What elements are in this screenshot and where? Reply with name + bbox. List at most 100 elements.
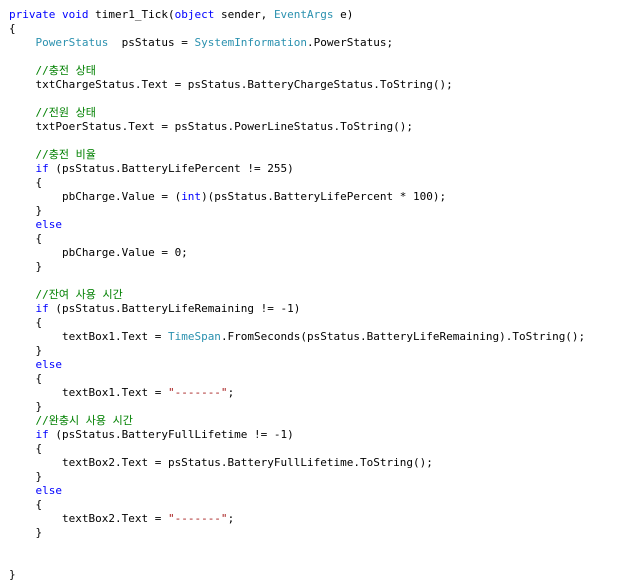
code-token: { <box>9 22 16 35</box>
code-token <box>9 302 36 315</box>
type-token: PowerStatus <box>35 36 109 49</box>
code-token: } <box>9 526 43 539</box>
code-line: { <box>9 442 585 456</box>
code-token: pbCharge.Value = 0; <box>9 246 188 259</box>
code-line <box>9 92 585 106</box>
code-token: textBox2.Text = <box>9 512 168 525</box>
comment-token: //완충시 사용 시간 <box>35 414 133 427</box>
code-line: else <box>9 358 585 372</box>
code-token <box>9 288 36 301</box>
keyword-token: else <box>35 484 63 497</box>
comment-token: //잔여 사용 시간 <box>35 288 123 301</box>
code-token: } <box>9 400 43 413</box>
code-line: { <box>9 498 585 512</box>
code-line: //전원 상태 <box>9 106 585 120</box>
code-line: textBox2.Text = psStatus.BatteryFullLife… <box>9 456 585 470</box>
comment-token: //충전 상태 <box>35 64 96 77</box>
code-token: } <box>9 568 16 581</box>
code-line: } <box>9 526 585 540</box>
code-line: txtChargeStatus.Text = psStatus.BatteryC… <box>9 78 585 92</box>
code-line: } <box>9 204 585 218</box>
keyword-token: void <box>61 8 89 21</box>
code-token: { <box>9 498 43 511</box>
code-line: } <box>9 568 585 582</box>
comment-token: //충전 비율 <box>35 148 96 161</box>
code-line: else <box>9 484 585 498</box>
code-token <box>9 218 36 231</box>
code-token <box>9 148 36 161</box>
code-token <box>9 106 36 119</box>
code-line <box>9 540 585 554</box>
code-line: //잔여 사용 시간 <box>9 288 585 302</box>
code-line: { <box>9 316 585 330</box>
comment-token: //전원 상태 <box>35 106 96 119</box>
code-token: (psStatus.BatteryLifeRemaining != -1) <box>48 302 301 315</box>
code-line: if (psStatus.BatteryFullLifetime != -1) <box>9 428 585 442</box>
code-token: } <box>9 470 43 483</box>
code-line: textBox2.Text = "-------"; <box>9 512 585 526</box>
code-line: if (psStatus.BatteryLifeRemaining != -1) <box>9 302 585 316</box>
code-line: //충전 비율 <box>9 148 585 162</box>
code-token: pbCharge.Value = ( <box>9 190 182 203</box>
keyword-token: if <box>35 428 49 441</box>
code-line: } <box>9 260 585 274</box>
code-line: } <box>9 344 585 358</box>
code-token: txtChargeStatus.Text = psStatus.BatteryC… <box>9 78 453 91</box>
code-token <box>9 358 36 371</box>
code-token: (psStatus.BatteryFullLifetime != -1) <box>48 428 294 441</box>
code-line: pbCharge.Value = 0; <box>9 246 585 260</box>
code-token: timer1_Tick( <box>88 8 175 21</box>
code-line <box>9 554 585 568</box>
code-token <box>55 8 62 21</box>
code-line: } <box>9 400 585 414</box>
code-line <box>9 50 585 64</box>
type-token: SystemInformation <box>194 36 308 49</box>
code-line: { <box>9 176 585 190</box>
code-token: .FromSeconds(psStatus.BatteryLifeRemaini… <box>220 330 586 343</box>
code-token <box>9 64 36 77</box>
code-line: else <box>9 218 585 232</box>
string-token: "-------" <box>167 512 228 525</box>
code-line: { <box>9 22 585 36</box>
code-token: } <box>9 344 43 357</box>
code-line: if (psStatus.BatteryLifePercent != 255) <box>9 162 585 176</box>
code-token: ; <box>227 512 235 525</box>
code-token: } <box>9 204 43 217</box>
code-token <box>9 162 36 175</box>
code-token: e) <box>333 8 354 21</box>
code-line: textBox1.Text = TimeSpan.FromSeconds(psS… <box>9 330 585 344</box>
code-token: textBox2.Text = psStatus.BatteryFullLife… <box>9 456 433 469</box>
code-token: { <box>9 372 43 385</box>
code-line: txtPoerStatus.Text = psStatus.PowerLineS… <box>9 120 585 134</box>
code-token: sender, <box>214 8 274 21</box>
code-token: .PowerStatus; <box>307 36 394 49</box>
code-line: //완충시 사용 시간 <box>9 414 585 428</box>
keyword-token: else <box>35 218 63 231</box>
code-line <box>9 134 585 148</box>
code-token <box>9 36 36 49</box>
code-line: pbCharge.Value = (int)(psStatus.BatteryL… <box>9 190 585 204</box>
type-token: TimeSpan <box>167 330 221 343</box>
code-token: textBox1.Text = <box>9 386 168 399</box>
type-token: EventArgs <box>273 8 334 21</box>
keyword-token: if <box>35 162 49 175</box>
code-token <box>9 484 36 497</box>
keyword-token: object <box>174 8 215 21</box>
keyword-token: if <box>35 302 49 315</box>
code-line: PowerStatus psStatus = SystemInformation… <box>9 36 585 50</box>
keyword-token: int <box>181 190 202 203</box>
code-line: textBox1.Text = "-------"; <box>9 386 585 400</box>
keyword-token: else <box>35 358 63 371</box>
code-token <box>9 428 36 441</box>
code-line: } <box>9 470 585 484</box>
code-token: { <box>9 176 43 189</box>
keyword-token: private <box>9 8 56 21</box>
code-token: textBox1.Text = <box>9 330 168 343</box>
code-token: ; <box>227 386 235 399</box>
code-token <box>9 414 36 427</box>
code-token: { <box>9 316 43 329</box>
code-token: psStatus = <box>108 36 195 49</box>
code-line: //충전 상태 <box>9 64 585 78</box>
code-line <box>9 274 585 288</box>
